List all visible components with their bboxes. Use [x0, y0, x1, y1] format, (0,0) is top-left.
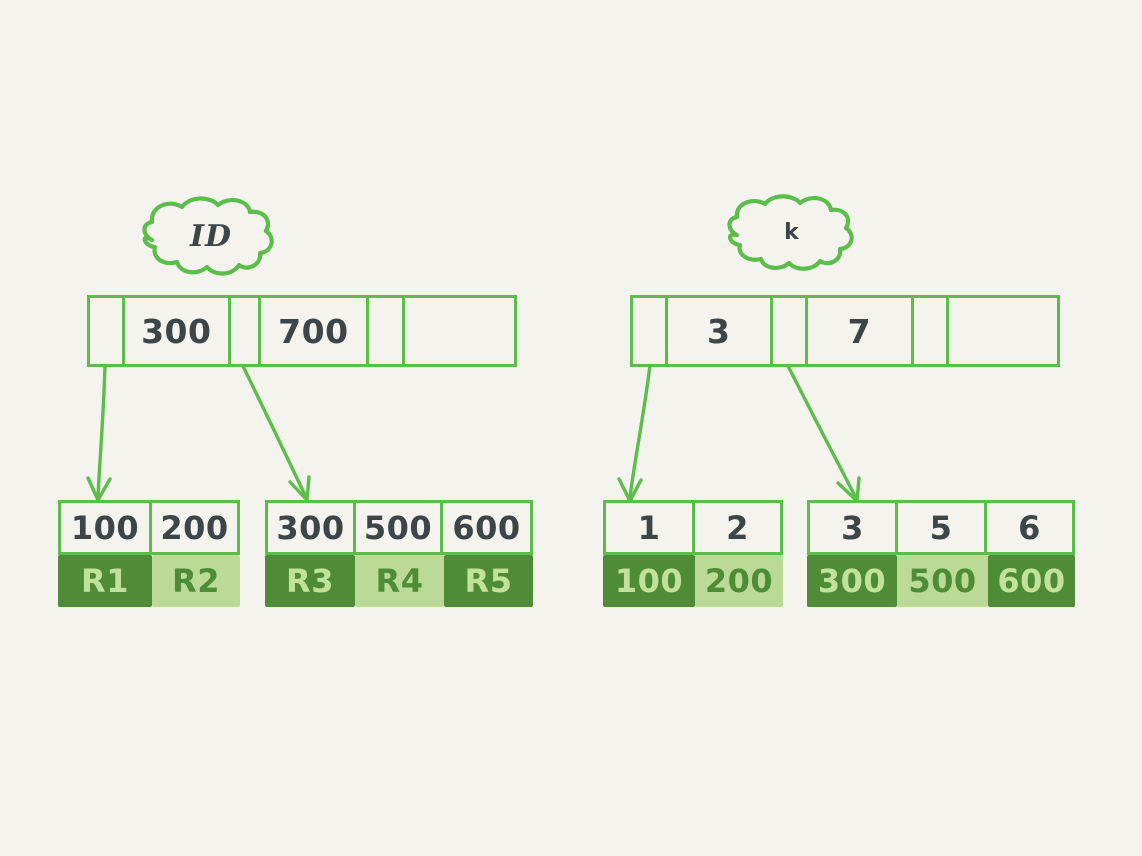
leaf-key-cell[interactable]: 100 — [61, 503, 152, 552]
leaf-record-cell[interactable]: R4 — [355, 555, 444, 607]
leaf-node-id-1-keys: 100 200 — [58, 500, 240, 555]
arrow-right-root-to-leaf4 — [786, 364, 861, 503]
leaf-key-cell[interactable]: 300 — [268, 503, 356, 552]
leaf-node-k-1-records: 100 200 — [603, 555, 783, 607]
leaf-node-k-1[interactable]: 1 2 100 200 — [603, 500, 783, 607]
leaf-node-id-2-keys: 300 500 600 — [265, 500, 533, 555]
leaf-record-cell[interactable]: R2 — [152, 555, 240, 607]
leaf-node-id-2[interactable]: 300 500 600 R3 R4 R5 — [265, 500, 533, 607]
index-node-k-empty — [949, 298, 1057, 364]
cloud-label-id-text: ID — [189, 218, 233, 254]
cloud-label-k-text: k — [784, 219, 800, 245]
index-node-id-key-700[interactable]: 700 — [261, 298, 370, 364]
index-node-id-pointer-2[interactable] — [369, 298, 405, 364]
index-node-k-key-3[interactable]: 3 — [668, 298, 774, 364]
index-node-k-key-7[interactable]: 7 — [808, 298, 915, 364]
leaf-key-cell[interactable]: 500 — [356, 503, 444, 552]
leaf-node-k-2-keys: 3 5 6 — [807, 500, 1075, 555]
leaf-record-cell[interactable]: R1 — [58, 555, 152, 607]
index-node-id-key-300[interactable]: 300 — [125, 298, 232, 364]
arrow-left-root-to-leaf1 — [86, 362, 112, 502]
leaf-key-cell[interactable]: 600 — [452, 508, 521, 547]
leaf-key-cell[interactable]: 6 — [1018, 508, 1041, 547]
leaf-node-id-1[interactable]: 100 200 R1 R2 — [58, 500, 240, 607]
index-node-id-empty — [405, 298, 514, 364]
leaf-node-k-2[interactable]: 3 5 6 300 500 600 — [807, 500, 1075, 607]
leaf-key-cell[interactable]: 5 — [898, 503, 987, 552]
index-node-id[interactable]: 300 700 — [87, 295, 517, 367]
leaf-key-cell[interactable]: 3 — [810, 503, 898, 552]
index-node-k[interactable]: 3 7 — [630, 295, 1060, 367]
leaf-key-cell[interactable]: 1 — [606, 503, 695, 552]
index-node-id-pointer-0[interactable] — [90, 298, 125, 364]
leaf-record-cell[interactable]: R5 — [444, 555, 533, 607]
leaf-node-id-2-records: R3 R4 R5 — [265, 555, 533, 607]
index-node-k-pointer-2[interactable] — [914, 298, 949, 364]
cloud-label-k: k — [737, 196, 847, 268]
leaf-key-cell[interactable]: 200 — [160, 508, 229, 547]
index-node-id-pointer-1[interactable] — [231, 298, 261, 364]
leaf-record-cell[interactable]: 300 — [807, 555, 897, 607]
leaf-node-k-1-keys: 1 2 — [603, 500, 783, 555]
leaf-node-id-1-records: R1 R2 — [58, 555, 240, 607]
leaf-key-cell[interactable]: 2 — [726, 508, 749, 547]
leaf-record-cell[interactable]: 200 — [695, 555, 783, 607]
cloud-label-id: ID — [152, 200, 270, 272]
arrow-right-root-to-leaf3 — [617, 363, 652, 503]
leaf-record-cell[interactable]: 600 — [988, 555, 1075, 607]
leaf-record-cell[interactable]: 500 — [897, 555, 988, 607]
leaf-node-k-2-records: 300 500 600 — [807, 555, 1075, 607]
index-node-k-pointer-0[interactable] — [633, 298, 668, 364]
arrow-left-root-to-leaf2 — [241, 364, 311, 502]
leaf-record-cell[interactable]: 100 — [603, 555, 695, 607]
index-node-k-pointer-1[interactable] — [773, 298, 808, 364]
leaf-record-cell[interactable]: R3 — [265, 555, 355, 607]
